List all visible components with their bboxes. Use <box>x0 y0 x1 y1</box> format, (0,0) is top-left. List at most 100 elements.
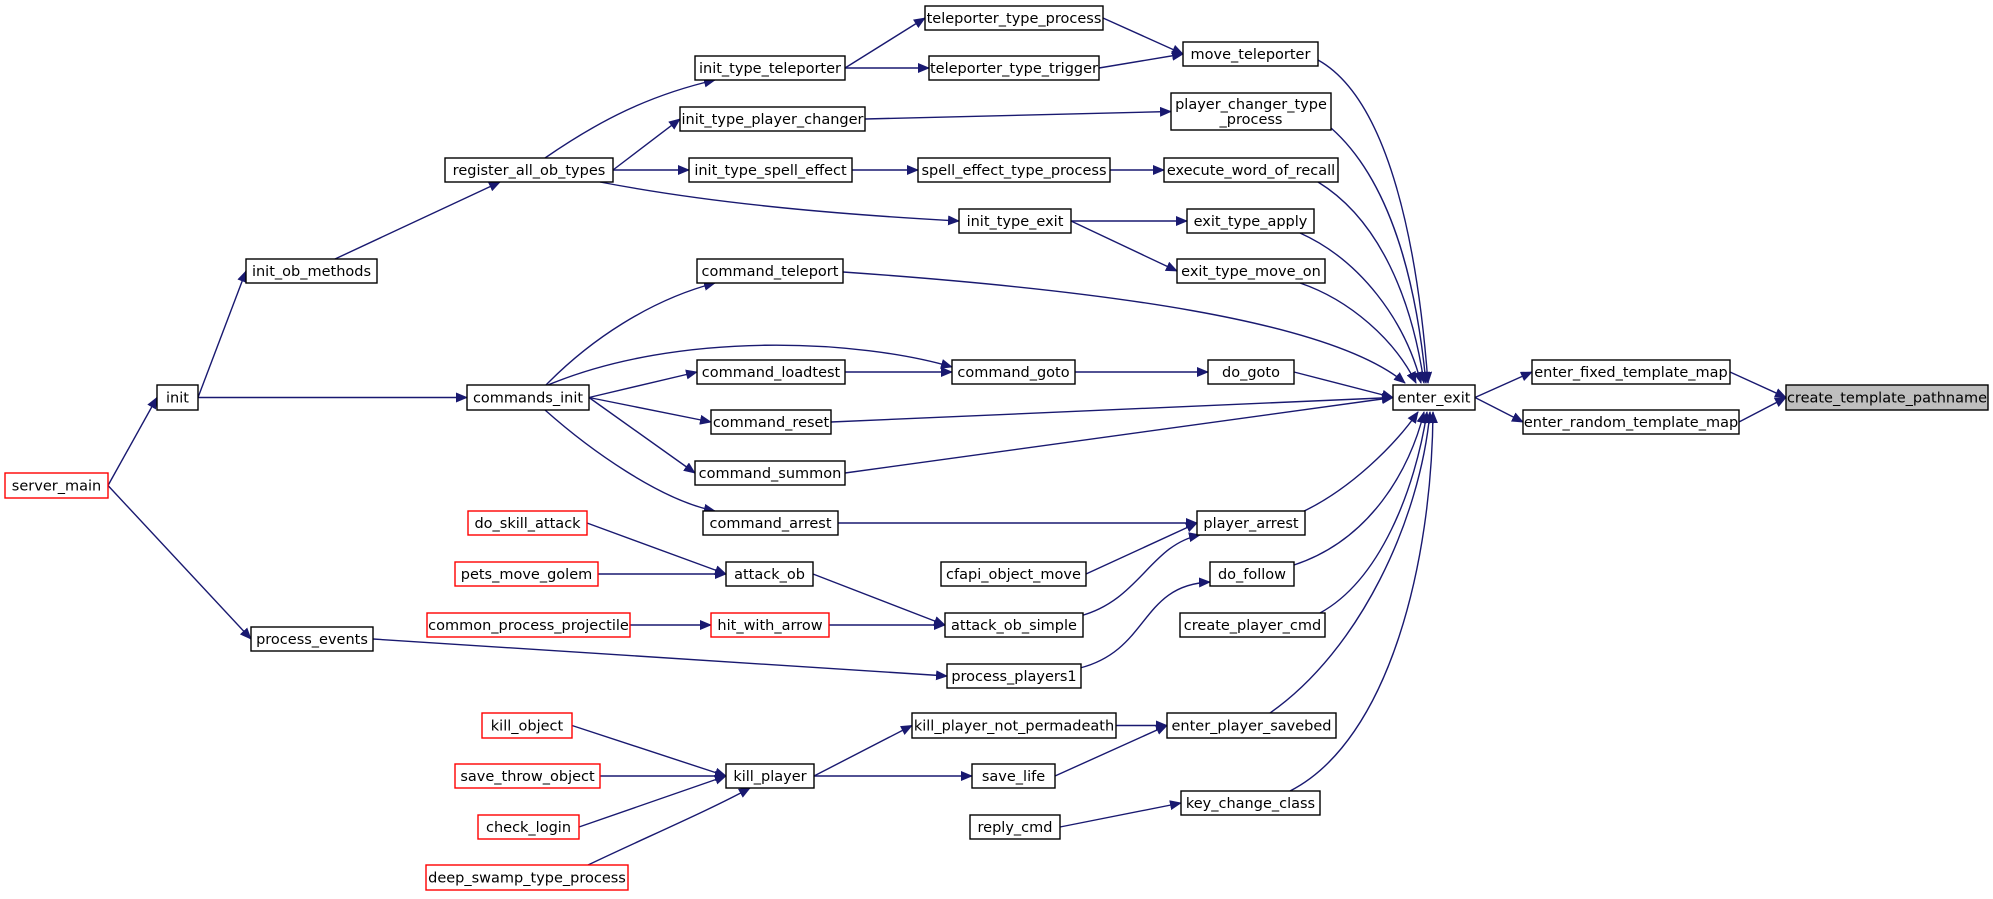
node-box <box>4 472 109 499</box>
node-create-template-pathname[interactable]: create_template_pathname <box>1785 384 1989 411</box>
node-kill-object[interactable]: kill_object <box>481 712 573 739</box>
edge-line <box>844 17 926 69</box>
node-command-summon[interactable]: command_summon <box>694 460 846 486</box>
node-execute-word-of-recall[interactable]: execute_word_of_recall <box>1163 157 1339 183</box>
node-attack-ob-simple[interactable]: attack_ob_simple <box>944 612 1084 638</box>
node-enter-exit[interactable]: enter_exit <box>1392 384 1476 411</box>
node-box <box>702 510 839 536</box>
node-label: spell_effect_type_process <box>921 163 1106 179</box>
edge-init_type_player_changer-to-player_changer_type_process <box>864 106 1172 120</box>
node-box <box>971 763 1056 789</box>
edge-register_all_ob_types-to-init_type_teleporter <box>544 77 716 159</box>
node-save-life[interactable]: save_life <box>971 763 1056 789</box>
edges-layer <box>107 17 1787 866</box>
node-exit-type-move-on[interactable]: exit_type_move_on <box>1176 258 1326 284</box>
node-kill-player-not-permadeath[interactable]: kill_player_not_permadeath <box>911 712 1117 739</box>
edge-process_players1-to-do_follow <box>1079 577 1211 669</box>
node-box <box>924 5 1104 31</box>
edge-line <box>107 396 158 486</box>
node-teleporter-type-process[interactable]: teleporter_type_process <box>924 5 1104 31</box>
node-label: execute_word_of_recall <box>1167 163 1335 179</box>
node-do-follow[interactable]: do_follow <box>1209 561 1295 587</box>
edge-line <box>1293 411 1427 566</box>
edge-line <box>1269 411 1434 714</box>
node-spell-effect-type-process[interactable]: spell_effect_type_process <box>917 157 1111 183</box>
node-reply-cmd[interactable]: reply_cmd <box>969 814 1061 840</box>
node-enter-player-savebed[interactable]: enter_player_savebed <box>1166 712 1337 739</box>
node-player-changer-type-process[interactable]: player_changer_type_process <box>1170 92 1332 131</box>
node-register-all-ob-types[interactable]: register_all_ob_types <box>444 157 614 183</box>
node-label: exit_type_apply <box>1194 214 1308 230</box>
node-box <box>1180 790 1321 816</box>
edge-line <box>372 638 948 681</box>
node-exit-type-apply[interactable]: exit_type_apply <box>1186 208 1315 234</box>
node-box <box>1209 561 1295 587</box>
node-label: move_teleporter <box>1191 47 1311 63</box>
node-do-goto[interactable]: do_goto <box>1207 359 1295 385</box>
node-label: do_skill_attack <box>474 516 581 532</box>
edge-commands_init-to-command_teleport <box>545 280 716 386</box>
node-box <box>696 359 846 385</box>
edge-init_type_teleporter-to-teleporter_type_process <box>844 17 926 69</box>
node-enter-random-template-map[interactable]: enter_random_template_map <box>1522 409 1740 435</box>
edge-commands_init-to-command_reset <box>588 396 712 425</box>
edge-exit_type_apply-to-enter_exit <box>1299 232 1424 384</box>
edge-teleporter_type_process-to-move_teleporter <box>1102 17 1184 55</box>
node-box <box>679 106 866 132</box>
node-label: check_login <box>486 820 571 836</box>
node-command-reset[interactable]: command_reset <box>710 409 832 435</box>
node-init-ob-methods[interactable]: init_ob_methods <box>245 258 378 284</box>
node-init[interactable]: init <box>156 384 199 411</box>
node-save-throw-object[interactable]: save_throw_object <box>454 763 601 789</box>
edge-line <box>1299 411 1419 514</box>
node-label: attack_ob <box>734 567 805 583</box>
node-server-main[interactable]: server_main <box>4 472 109 499</box>
node-box <box>467 510 588 536</box>
node-command-loadtest[interactable]: command_loadtest <box>696 359 846 385</box>
node-process-players1[interactable]: process_players1 <box>946 663 1082 689</box>
node-command-arrest[interactable]: command_arrest <box>702 510 839 536</box>
node-label: key_change_class <box>1186 796 1315 812</box>
edge-init_ob_methods-to-register_all_ob_types <box>334 181 501 260</box>
node-hit-with-arrow[interactable]: hit_with_arrow <box>710 612 830 638</box>
node-init-type-player-changer[interactable]: init_type_player_changer <box>679 106 866 132</box>
node-init-type-spell-effect[interactable]: init_type_spell_effect <box>688 157 853 183</box>
node-kill-player[interactable]: kill_player <box>725 763 815 789</box>
node-commands-init[interactable]: commands_init <box>466 384 590 411</box>
node-enter-fixed-template-map[interactable]: enter_fixed_template_map <box>1531 359 1731 385</box>
node-label: command_loadtest <box>702 365 841 381</box>
edge-check_login-to-kill_player <box>578 774 727 828</box>
node-command-goto[interactable]: command_goto <box>951 359 1076 385</box>
node-common-process-projectile[interactable]: common_process_projectile <box>426 612 631 638</box>
node-move-teleporter[interactable]: move_teleporter <box>1182 41 1319 67</box>
node-label: command_arrest <box>709 516 831 532</box>
node-box <box>725 561 814 587</box>
node-key-change-class[interactable]: key_change_class <box>1180 790 1321 816</box>
node-pets-move-golem[interactable]: pets_move_golem <box>454 561 599 587</box>
node-cfapi-object-move[interactable]: cfapi_object_move <box>940 561 1087 587</box>
node-init-type-teleporter[interactable]: init_type_teleporter <box>694 55 846 81</box>
edge-line <box>588 369 698 399</box>
node-label: process_events <box>256 632 368 648</box>
edge-line <box>587 787 751 866</box>
edge-line <box>1098 50 1184 69</box>
edge-line <box>1079 532 1201 617</box>
node-player-arrest[interactable]: player_arrest <box>1196 510 1306 536</box>
node-create-player-cmd[interactable]: create_player_cmd <box>1179 612 1326 638</box>
node-check-login[interactable]: check_login <box>477 814 580 840</box>
node-process-events[interactable]: process_events <box>250 626 374 652</box>
node-do-skill-attack[interactable]: do_skill_attack <box>467 510 588 536</box>
node-teleporter-type-trigger[interactable]: teleporter_type_trigger <box>928 55 1100 81</box>
node-deep-swamp-type-process[interactable]: deep_swamp_type_process <box>425 864 629 891</box>
node-attack-ob[interactable]: attack_ob <box>725 561 814 587</box>
edge-line <box>844 394 1394 474</box>
edge-do_follow-to-enter_exit <box>1293 411 1427 566</box>
edge-cfapi_object_move-to-player_arrest <box>1085 522 1198 575</box>
edge-player_arrest-to-enter_exit <box>1299 411 1419 514</box>
node-command-teleport[interactable]: command_teleport <box>696 258 844 284</box>
node-label: command_teleport <box>702 264 839 280</box>
node-box <box>710 612 830 638</box>
node-label: init <box>166 391 189 407</box>
node-label: process_players1 <box>951 669 1076 685</box>
node-init-type-exit[interactable]: init_type_exit <box>958 208 1072 234</box>
